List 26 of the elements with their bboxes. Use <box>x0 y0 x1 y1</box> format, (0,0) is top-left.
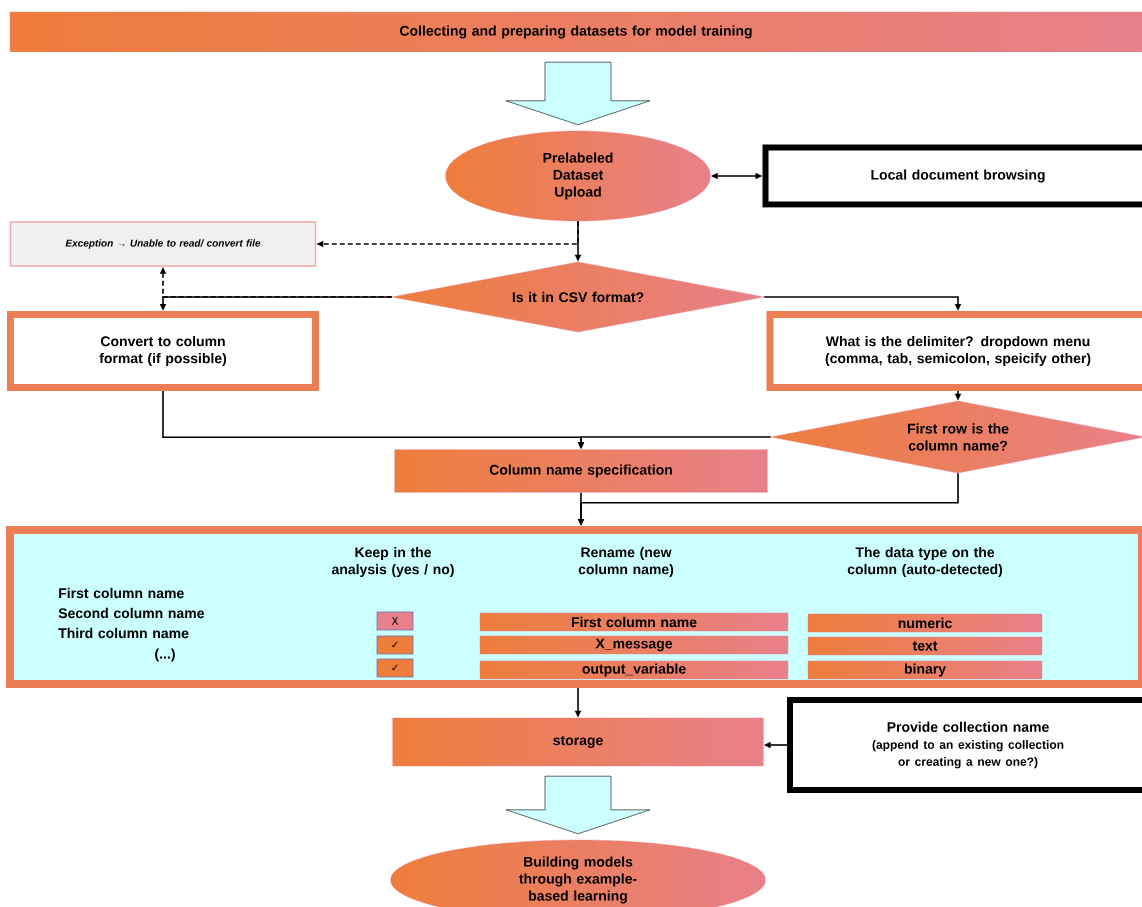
type-field: text <box>807 636 1043 656</box>
title-bar: Collecting and preparing datasets for model training <box>9 11 1142 53</box>
collection-box: Provide collection name (append to an existing collection or creating a new one?) <box>787 697 1142 793</box>
process-box: What is the delimiter? dropdown menu (comma, tab, semicolon, speicify other) <box>766 311 1142 391</box>
column-header: Rename (new column name) <box>578 546 674 577</box>
process-box: Column name specification <box>394 449 768 493</box>
type-field: binary <box>807 660 1043 680</box>
type-field: numeric <box>807 613 1043 633</box>
column-header: The data type on the column (auto-detected) <box>847 546 1003 577</box>
document-box: Local document browsing <box>762 144 1142 208</box>
row-label: (...) <box>155 648 175 662</box>
column-header: Keep in the analysis (yes / no) <box>331 546 454 577</box>
checkbox: ✓ <box>376 658 414 678</box>
text-field: X_message <box>479 635 789 655</box>
row-label: Third column name <box>58 627 189 639</box>
process-box: Convert to column format (if possible) <box>7 311 319 391</box>
checkbox: X <box>376 611 414 631</box>
row-label: First column name <box>59 587 184 599</box>
checkbox: ✓ <box>376 635 414 655</box>
storage-box: storage <box>392 717 764 767</box>
text-field: First column name <box>479 612 789 632</box>
block-arrow <box>505 61 651 126</box>
block-arrow <box>505 775 651 835</box>
row-label: Second column name <box>58 607 204 619</box>
text-field: output_variable <box>479 660 789 680</box>
exception-box: Exception → Unable to read/ convert file <box>9 221 317 267</box>
